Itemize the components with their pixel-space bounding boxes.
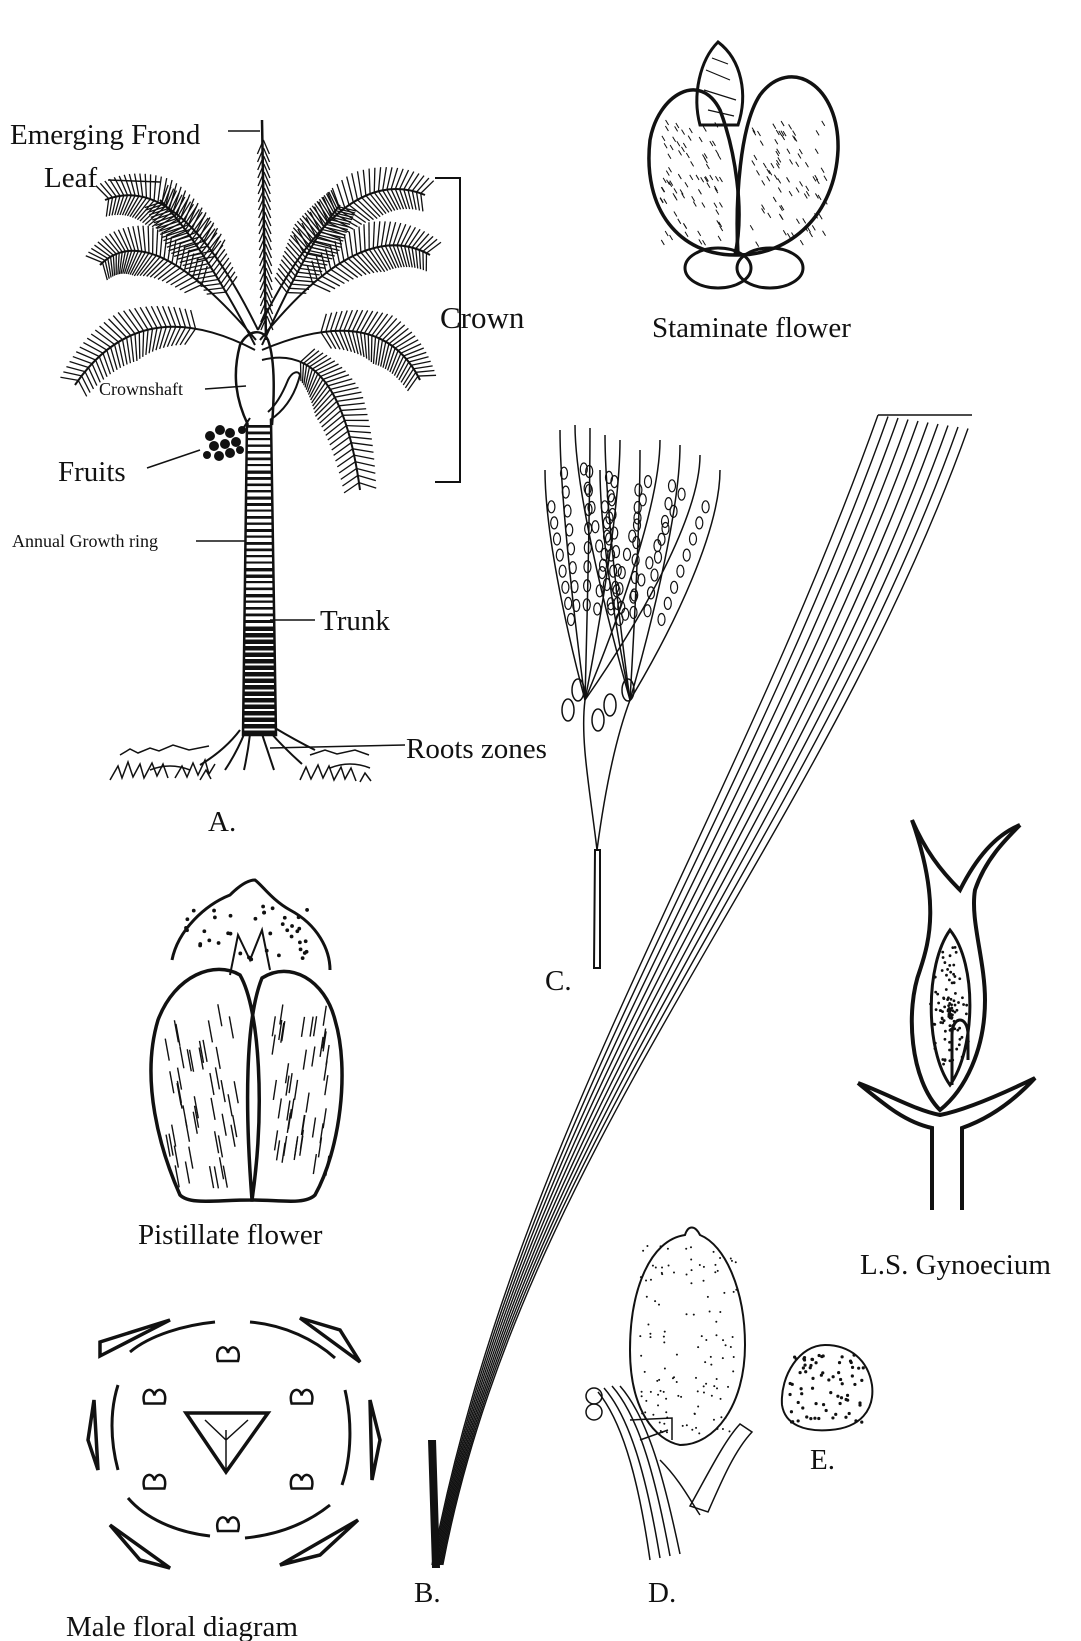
panel-letter-c: C. xyxy=(545,965,572,997)
gynoecium-ls-drawing: L.S. Gynoecium xyxy=(858,820,1051,1281)
seed-drawing: E. xyxy=(782,1345,873,1476)
label-leaf: Leaf xyxy=(44,162,97,194)
caption-staminate-flower: Staminate flower xyxy=(652,312,851,344)
label-fruits: Fruits xyxy=(58,456,126,488)
fruit-on-rachilla-drawing: D. xyxy=(586,1228,752,1610)
staminate-flower-drawing: Staminate flower xyxy=(649,42,851,344)
fruit-cluster xyxy=(203,425,246,461)
palm-fronds xyxy=(60,167,441,493)
label-trunk: Trunk xyxy=(320,605,390,637)
caption-ls-gynoecium: L.S. Gynoecium xyxy=(860,1249,1051,1281)
panel-letter-a: A. xyxy=(208,806,236,838)
male-floral-diagram-drawing: Male floral diagram xyxy=(66,1318,380,1641)
trunk xyxy=(243,420,276,735)
ground-grass xyxy=(110,745,371,782)
palm-tree-drawing: Emerging Frond Leaf Crown Crownshaft Fru… xyxy=(10,119,547,838)
label-crownshaft: Crownshaft xyxy=(99,379,183,399)
inflorescence-drawing: C. xyxy=(545,425,720,997)
label-crown: Crown xyxy=(440,300,525,335)
panel-letter-b: B. xyxy=(414,1577,441,1609)
caption-male-floral-diagram: Male floral diagram xyxy=(66,1611,298,1641)
caption-pistillate-flower: Pistillate flower xyxy=(138,1219,323,1251)
label-emerging-frond: Emerging Frond xyxy=(10,119,201,151)
panel-letter-e: E. xyxy=(810,1444,835,1476)
pistillate-flower-drawing: Pistillate flower xyxy=(138,880,342,1251)
panel-letter-d: D. xyxy=(648,1577,676,1609)
label-annual-growth-ring: Annual Growth ring xyxy=(12,531,158,551)
label-roots-zones: Roots zones xyxy=(406,733,547,765)
